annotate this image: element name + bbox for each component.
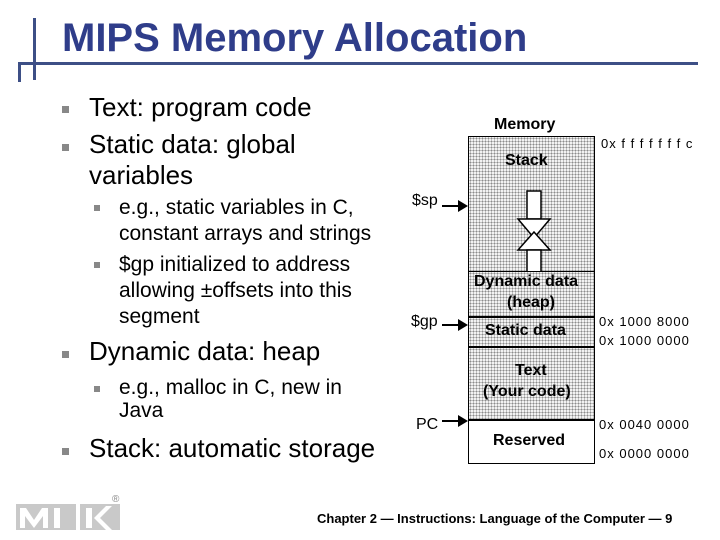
bullet-dynamic: Dynamic data: heap (89, 336, 321, 366)
stack-growth-arrow-icon (516, 190, 552, 240)
address-static-base: 0x 1000 0000 (599, 333, 690, 348)
memory-segment-text (468, 347, 595, 420)
sub-bullet-dynamic-line2: Java (119, 399, 164, 422)
bullet-static-line1: Static data: global (89, 129, 296, 159)
memory-label-text-line2: (Your code) (483, 383, 571, 400)
title-accent-rule (18, 62, 698, 65)
pointer-gp-line (442, 324, 464, 326)
pointer-sp-arrow-icon (458, 200, 468, 212)
sub-bullet-icon (94, 262, 100, 268)
sub-bullet-static-2-line1: $gp initialized to address (119, 253, 351, 276)
sub-bullet-static-2-line3: segment (119, 305, 200, 328)
memory-segment-static (468, 317, 595, 347)
sub-bullet-static-1-line1: e.g., static variables in C, (119, 196, 354, 219)
bullet-icon (62, 106, 69, 113)
memory-label-stack: Stack (505, 152, 548, 169)
sub-bullet-dynamic-line1: e.g., malloc in C, new in (119, 376, 342, 399)
address-static-top: 0x 1000 8000 (599, 314, 690, 329)
memory-label-text-line1: Text (515, 362, 547, 379)
title-accent-corner (18, 62, 21, 82)
memory-header: Memory (494, 116, 556, 133)
sub-bullet-icon (94, 386, 100, 392)
title-accent-vertical (33, 18, 36, 80)
mk-logo-icon (16, 504, 120, 530)
memory-segment-dynamic (468, 271, 595, 317)
pointer-pc-arrow-icon (458, 415, 468, 427)
sub-bullet-icon (94, 205, 100, 211)
memory-label-static: Static data (485, 322, 566, 339)
bullet-static-line2: variables (89, 160, 194, 190)
sub-bullet-static-2-line2: allowing ±offsets into this (119, 279, 352, 302)
pointer-label-pc: PC (416, 416, 439, 433)
memory-segment-reserved (468, 420, 595, 464)
pointer-pc-line (442, 420, 464, 422)
bullet-stack: Stack: automatic storage (89, 433, 376, 463)
heap-growth-arrow-icon (516, 230, 552, 276)
bullet-text-code: Text: program code (89, 92, 312, 122)
address-zero: 0x 0000 0000 (599, 446, 690, 461)
address-text-base: 0x 0040 0000 (599, 417, 690, 432)
memory-label-dynamic-line1: Dynamic data (474, 273, 579, 290)
slide-title: MIPS Memory Allocation (62, 16, 528, 60)
memory-label-reserved: Reserved (493, 432, 566, 449)
pointer-gp-arrow-icon (458, 319, 468, 331)
pointer-sp-line (442, 205, 464, 207)
bullet-icon (62, 351, 69, 358)
pointer-label-sp: $sp (412, 192, 438, 209)
sub-bullet-static-1-line2: constant arrays and strings (119, 222, 372, 245)
bullet-icon (62, 144, 69, 151)
bullet-icon (62, 448, 69, 455)
pointer-label-gp: $gp (411, 313, 438, 330)
memory-label-dynamic-line2: (heap) (507, 294, 555, 311)
address-top: 0x f f f f f f f c (601, 136, 694, 151)
logo-registered-mark: ® (112, 494, 120, 505)
slide-footer: Chapter 2 — Instructions: Language of th… (317, 511, 673, 526)
